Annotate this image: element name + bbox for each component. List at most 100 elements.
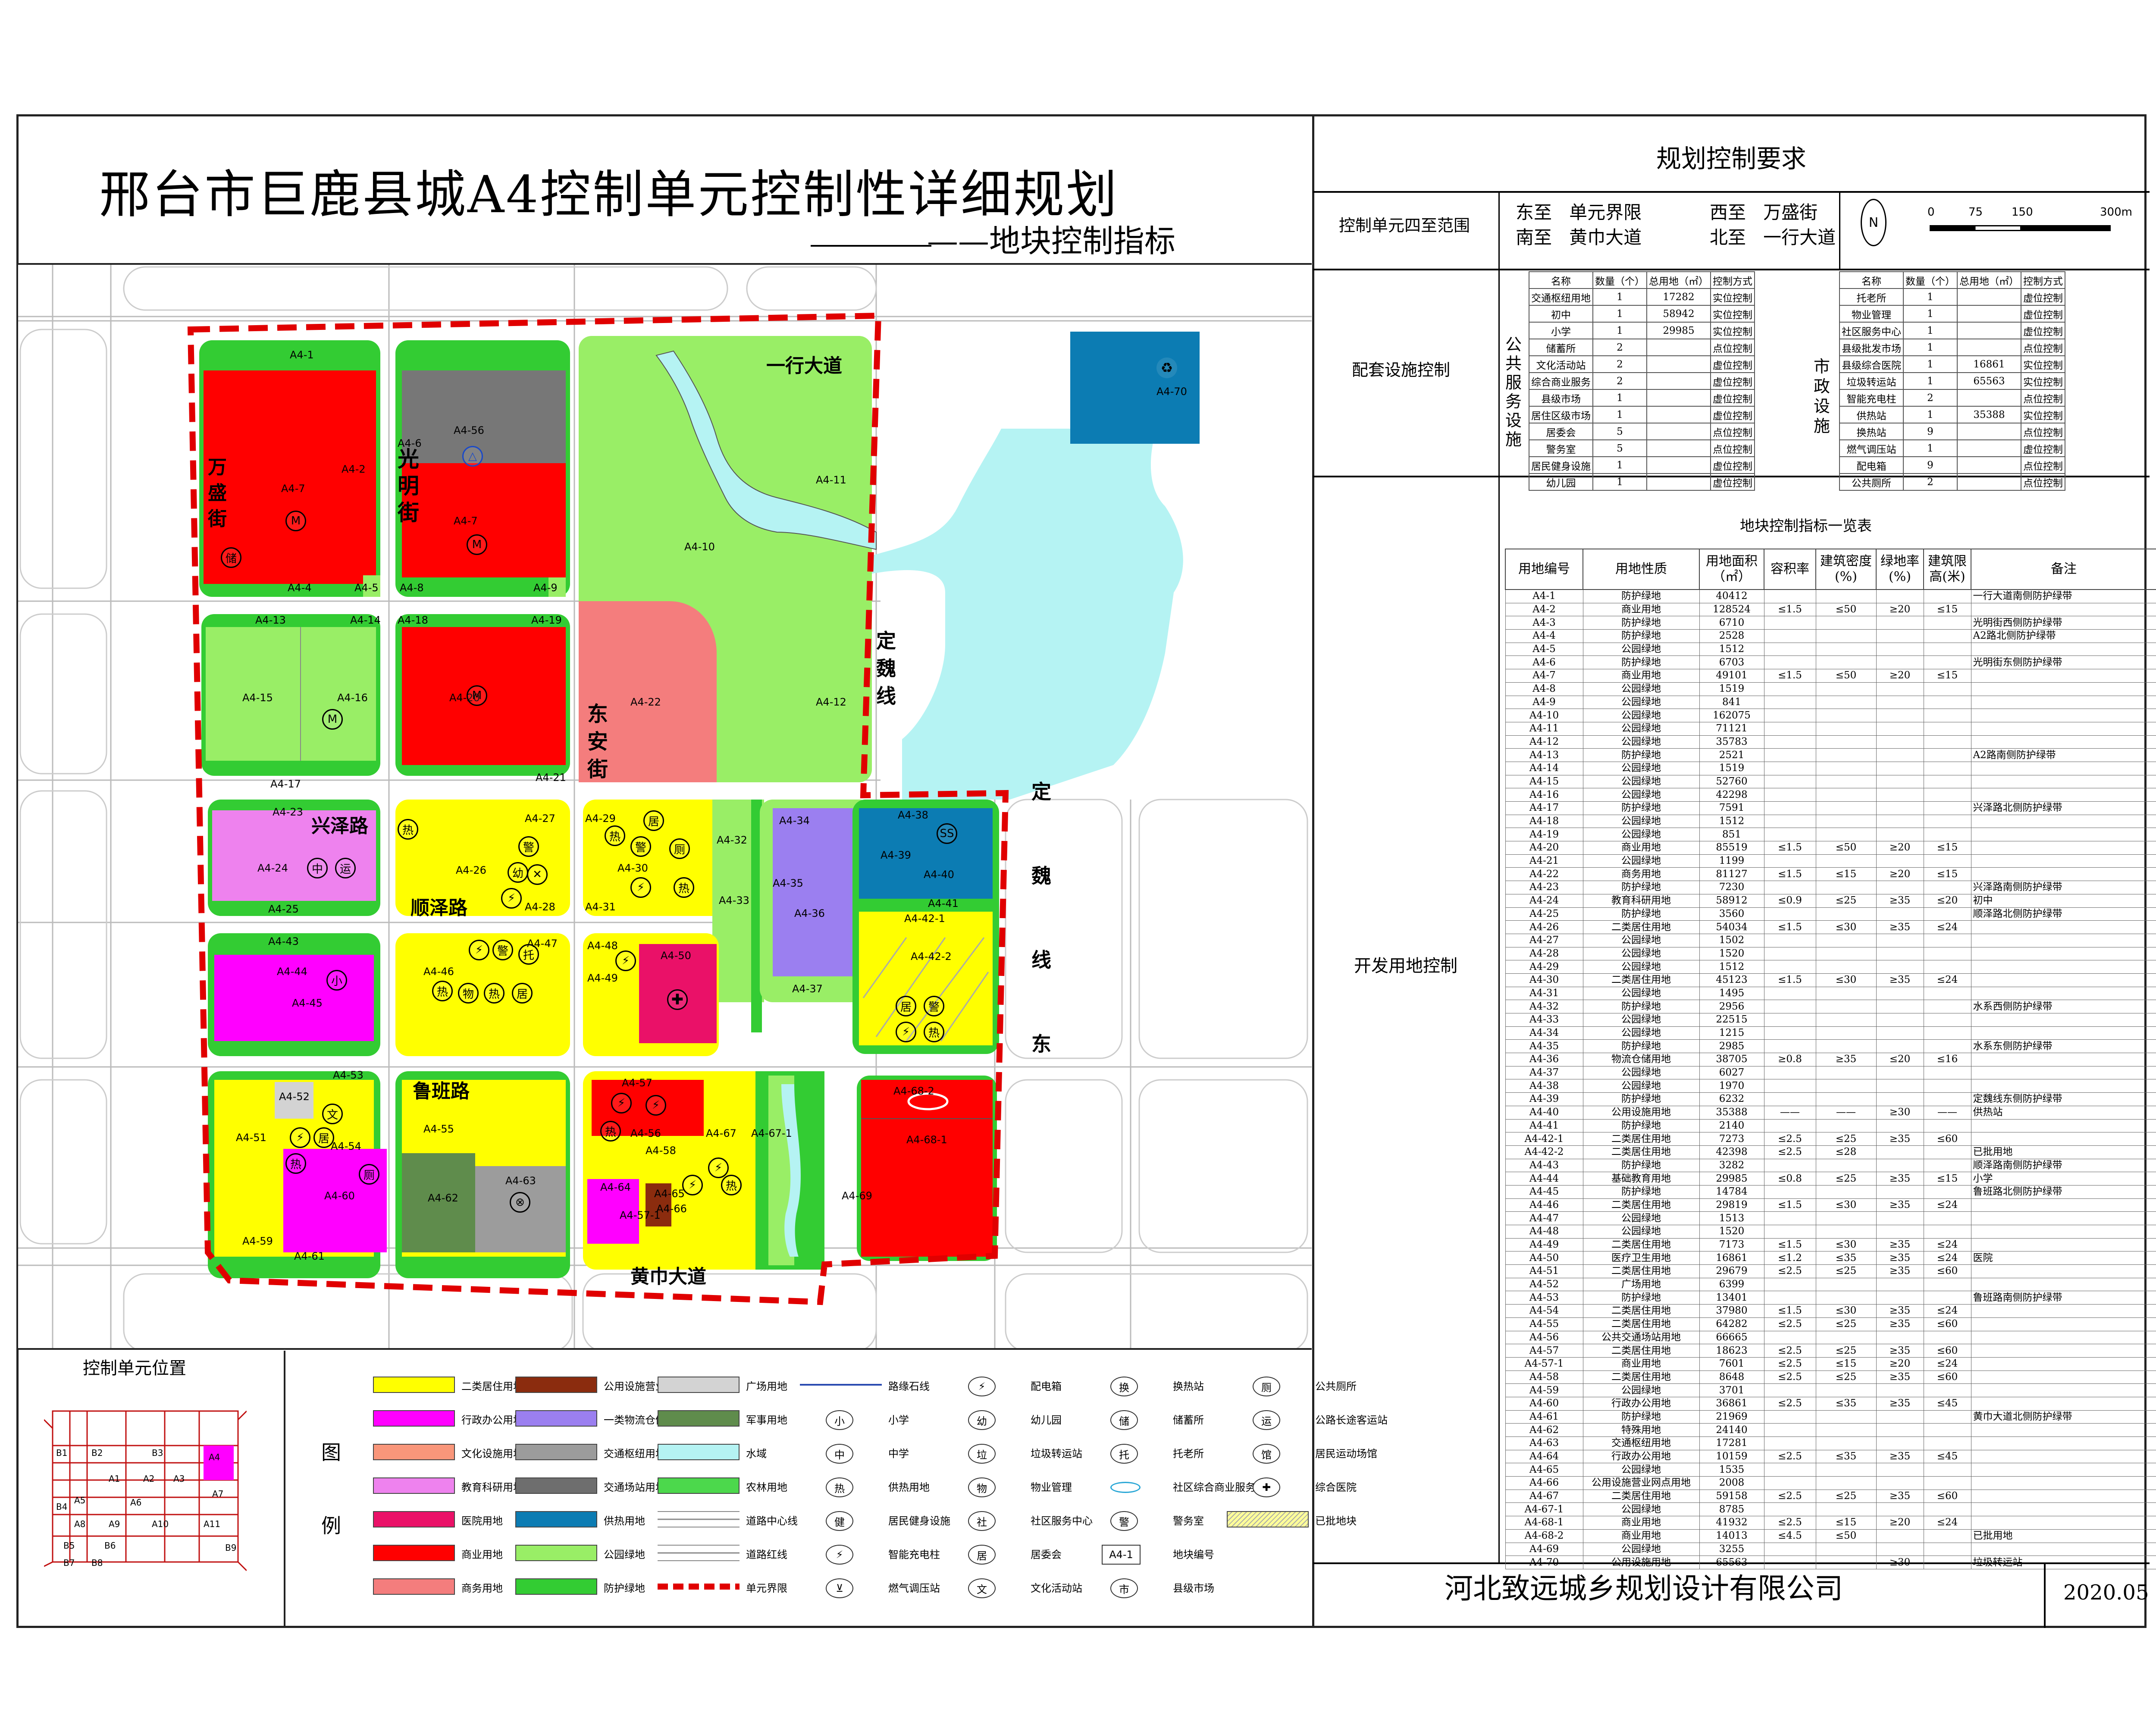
table-cell [1764, 735, 1816, 749]
scale-t0: 0 [1927, 206, 1935, 219]
table-cell [1876, 814, 1924, 828]
table-cell [1815, 1330, 1877, 1345]
legend-label: 水域 [746, 1448, 767, 1460]
table-cell: 商业用地 [1583, 602, 1700, 617]
footer-divider [2044, 1564, 2046, 1628]
table-cell [1971, 1463, 2156, 1477]
location-highlight [204, 1446, 234, 1480]
table-cell [1957, 423, 2021, 440]
table-cell: 7273 [1699, 1132, 1764, 1146]
table-cell: A4-70 [1505, 1556, 1583, 1569]
market-icon: M [285, 511, 306, 531]
location-panel: 控制单元位置 B1 B2 B3 A4 A1 A2 A3 A5 A6 A7 A8 … [18, 1351, 285, 1627]
table-cell: 点位控制 [2021, 423, 2065, 440]
table-cell [1764, 788, 1816, 802]
table-cell: 公园绿地 [1583, 947, 1700, 961]
table-cell [1764, 775, 1816, 789]
table-cell [1764, 1436, 1816, 1450]
table-cell: 储蓄所 [1529, 339, 1593, 356]
residents-committee-icon: 居 [512, 983, 533, 1004]
table-cell: 二类居住用地 [1583, 920, 1700, 934]
table-cell: 1519 [1699, 682, 1764, 696]
parcel-label: A4-57 [622, 1077, 652, 1089]
table-cell: 公用设施用地 [1583, 1105, 1700, 1120]
market-icon: M [467, 534, 487, 555]
table-cell: 初中 [1529, 305, 1593, 323]
legend-swatch: 换 [1110, 1377, 1138, 1396]
table-cell: 21969 [1699, 1410, 1764, 1424]
table-cell [1923, 682, 1971, 696]
road-label-guangming: 光明街 [398, 446, 419, 526]
scope-west: 西至 万盛街 [1710, 198, 1818, 224]
table-cell: 防护绿地 [1583, 801, 1700, 815]
table-cell: 鲁班路南侧防护绿带 [1971, 1291, 2156, 1305]
road-label-dingwei-east-text: 定魏线东 [1031, 780, 1051, 1056]
legend-swatch [1110, 1482, 1141, 1493]
table-cell [1646, 372, 1711, 390]
column-header: 总用地（㎡） [1646, 271, 1711, 289]
legend-swatch [373, 1477, 455, 1494]
table-cell: 29985 [1646, 322, 1711, 339]
table-cell: ≤1.5 [1764, 1198, 1816, 1212]
table-cell: 6703 [1699, 656, 1764, 670]
table-cell: 49101 [1699, 669, 1764, 683]
table-cell [1923, 1145, 1971, 1159]
parcel-label: A4-52 [279, 1091, 310, 1103]
road-label-luban: 鲁班路 [413, 1080, 470, 1102]
table-cell: 小学 [1529, 322, 1593, 339]
table-cell: 1 [1592, 305, 1647, 323]
table-cell: ≥35 [1876, 1264, 1924, 1278]
table-cell: 2008 [1699, 1476, 1764, 1490]
heat-icon: 热 [285, 1153, 306, 1174]
legend-label: 垃圾转运站 [1031, 1448, 1082, 1460]
legend-label: 教育科研用地 [461, 1481, 523, 1493]
table-cell: 防护绿地 [1583, 1410, 1700, 1424]
table-cell: 1 [1592, 473, 1647, 491]
table-cell: ≥35 [1876, 1317, 1924, 1331]
legend-label: 公路长途客运站 [1315, 1414, 1388, 1426]
table-cell [1971, 1119, 2156, 1133]
table-cell: A4-10 [1505, 709, 1583, 722]
table-cell [1646, 406, 1711, 423]
power-icon: ⚡ [646, 1095, 666, 1116]
table-cell: 交通枢纽用地 [1529, 288, 1593, 306]
table-cell: 1512 [1699, 960, 1764, 974]
table-cell [1923, 1542, 1971, 1556]
table-cell: 公园绿地 [1583, 814, 1700, 828]
table-cell: 公园绿地 [1583, 933, 1700, 947]
column-header: 总用地（㎡） [1957, 271, 2021, 289]
table-cell: 1 [1903, 339, 1958, 356]
table-cell [1876, 1277, 1924, 1292]
table-cell: 2 [1592, 372, 1647, 390]
parcel-label: A4-13 [255, 614, 286, 626]
table-header-row: 用地编号用地性质用地面积（㎡）容积率建筑密度(%)绿地率(%)建筑限高(米)备注 [1505, 549, 2156, 590]
table-cell [1764, 1158, 1816, 1173]
legend-swatch: ⊻ [826, 1578, 853, 1598]
table-cell [1815, 1000, 1877, 1013]
legend-swatch [373, 1410, 455, 1427]
table-cell: 居住区级市场 [1529, 406, 1593, 423]
table-cell [1923, 1211, 1971, 1225]
legend-title-a: 图 [321, 1441, 341, 1464]
table-cell: ≥20 [1876, 841, 1924, 855]
table-cell [1876, 1145, 1924, 1159]
table-cell: 公园绿地 [1583, 828, 1700, 842]
table-cell [1971, 1013, 2156, 1027]
table-cell [1923, 1529, 1971, 1543]
table-cell: ≤2.5 [1764, 1489, 1816, 1503]
table-cell [1957, 389, 2021, 407]
location-title: 控制单元位置 [83, 1358, 186, 1378]
table-cell: 实位控制 [2021, 372, 2065, 390]
